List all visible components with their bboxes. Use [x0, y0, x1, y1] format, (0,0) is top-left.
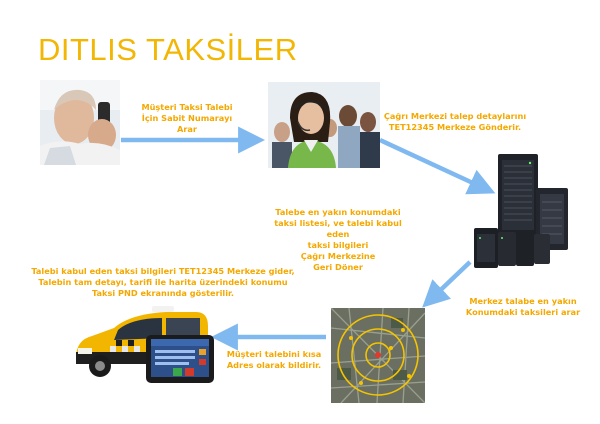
server-cluster-photo: [472, 188, 570, 274]
call-center-photo: [268, 82, 380, 168]
phone-caller-photo: [40, 80, 120, 165]
page-title: DITLIS TAKSİLER: [38, 32, 298, 67]
pnd-device-icon: [145, 334, 215, 384]
city-map-photo: [331, 308, 425, 403]
caption-step4: Merkez talabe en yakın Konumdaki taksile…: [465, 296, 581, 317]
arrow-callcenter-to-servers: [379, 137, 496, 195]
caption-step5: Müşteri talebini kısa Adres olarak bildi…: [226, 349, 322, 370]
arrow-servers-to-map: [422, 260, 472, 308]
caption-step3: Talebe en yakın konumdaki taksi listesi,…: [274, 207, 402, 272]
caption-step6: Talebi kabul eden taksi bilgileri TET123…: [31, 266, 295, 298]
caption-step1: Müşteri Taksi Talebi İçin Sabit Numarayı…: [141, 102, 233, 134]
server-rack-photo: [496, 152, 540, 238]
caption-step2: Çağrı Merkezi talep detaylarını TET12345…: [383, 111, 527, 132]
